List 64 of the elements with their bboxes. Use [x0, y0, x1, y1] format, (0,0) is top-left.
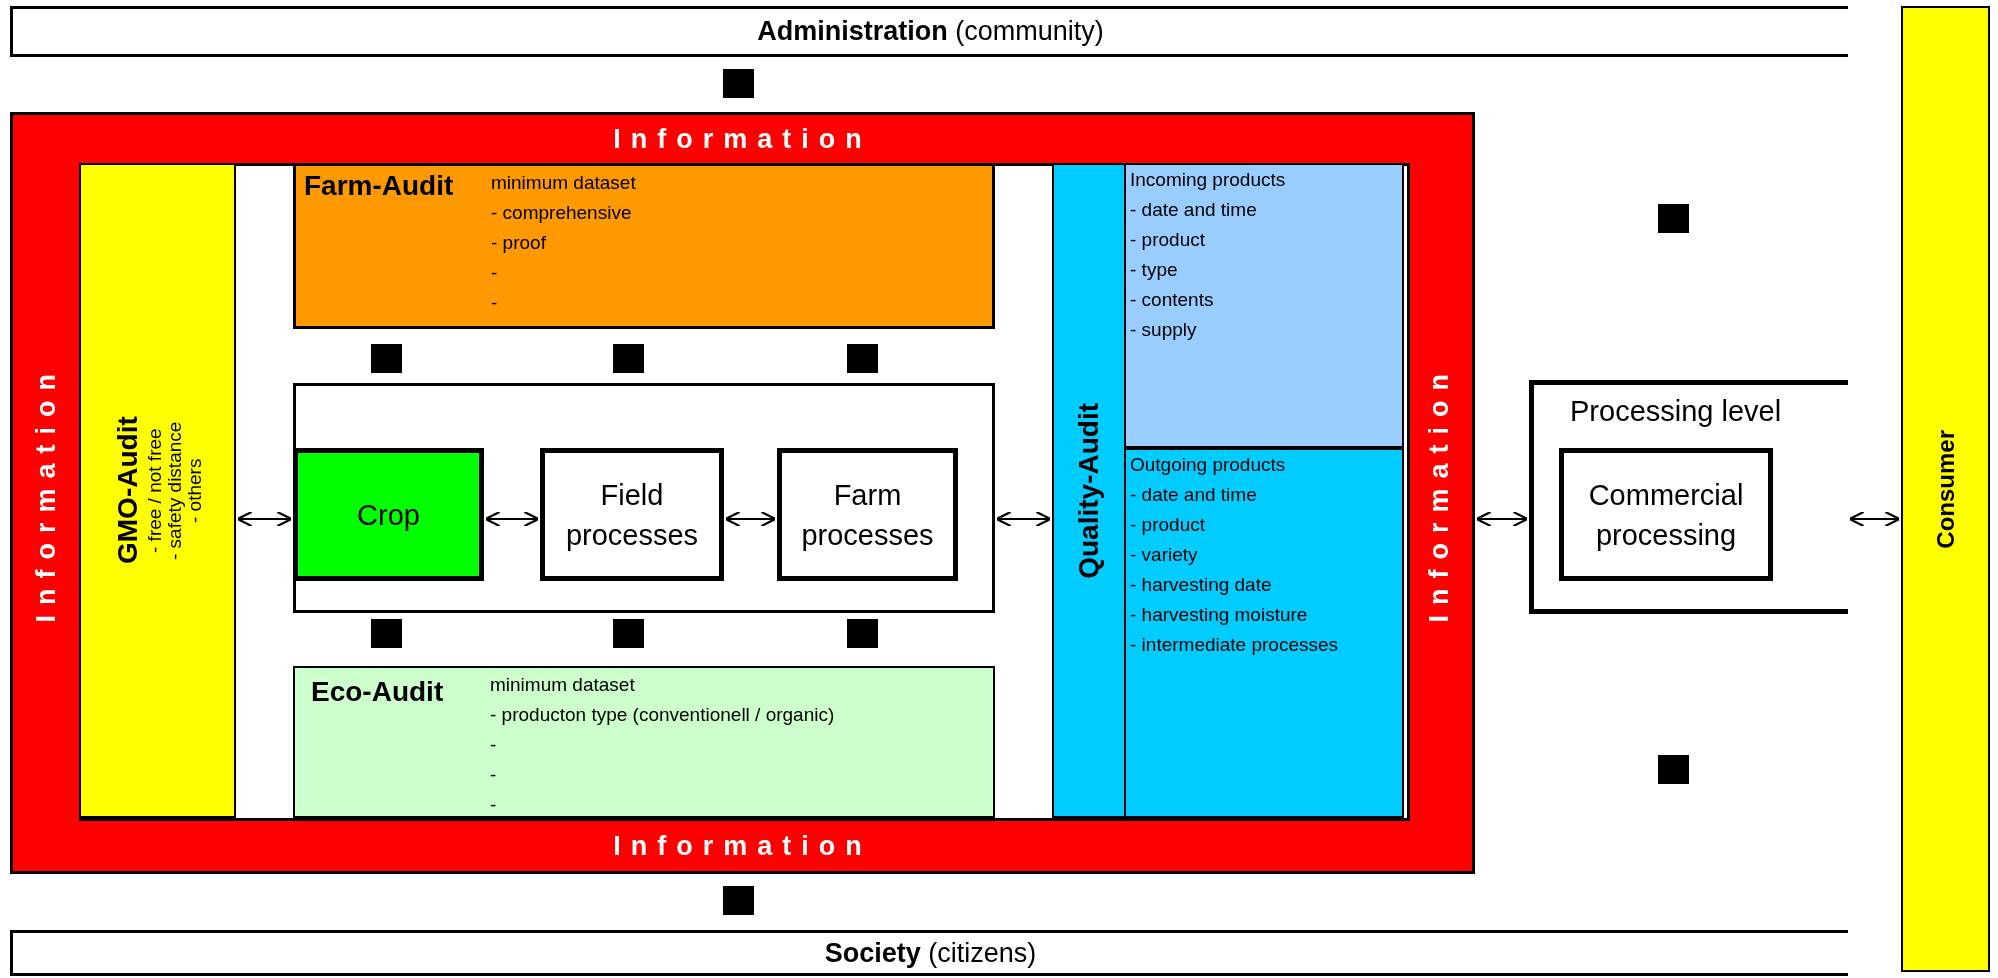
double-arrow	[724, 510, 777, 528]
frame-label: Information	[30, 364, 62, 623]
list-item: - contents	[1130, 288, 1214, 312]
frame-label: Information	[1424, 364, 1455, 623]
processing-box	[1529, 380, 1848, 614]
band-label: Society (citizens)	[824, 937, 1037, 969]
list-item: minimum dataset	[490, 673, 635, 697]
list-item: - variety	[1130, 543, 1198, 567]
list-item: - free / not free	[144, 428, 165, 553]
audit-column	[79, 163, 236, 818]
list-item: -	[490, 733, 497, 757]
double-arrow	[484, 510, 540, 528]
list-item: -	[491, 291, 498, 315]
list-item: - type	[1130, 258, 1178, 282]
audit-heading: GMO-Audit	[110, 416, 144, 565]
audit-heading: Farm-Audit	[304, 170, 454, 201]
process-label: Crop	[356, 497, 421, 533]
frame-label: Information	[613, 830, 872, 862]
process-box	[1559, 448, 1773, 581]
band-box	[10, 6, 1848, 57]
audit-column	[1052, 163, 1404, 818]
list-item: - product	[1130, 513, 1205, 537]
frame-label: Information	[613, 123, 872, 155]
list-item: minimum dataset	[491, 171, 636, 195]
list-item: - harvesting moisture	[1130, 603, 1308, 627]
process-label: Farm processes	[800, 477, 935, 553]
list-item: -	[490, 793, 497, 817]
audit-heading: Quality-Audit	[1073, 402, 1105, 579]
band-box	[10, 930, 1848, 976]
process-box	[777, 448, 958, 581]
process-label: Commercial processing	[1587, 477, 1745, 553]
list-item: - date and time	[1130, 198, 1257, 222]
process-label: Field processes	[564, 477, 700, 553]
list-item: - harvesting date	[1130, 573, 1272, 597]
list-item: - supply	[1130, 318, 1197, 342]
list-item: - producton type (conventionell / organic)	[490, 703, 835, 727]
list-item: - proof	[491, 231, 546, 255]
information-frame	[10, 112, 1475, 874]
list-item: -	[491, 261, 498, 285]
data-list-box	[1124, 448, 1404, 818]
process-box	[540, 448, 724, 581]
consumer-column	[1901, 6, 1990, 972]
double-arrow	[1475, 510, 1529, 528]
consumer-label: Consumer	[1931, 429, 1960, 549]
audit-box	[293, 163, 995, 329]
double-arrow	[995, 510, 1052, 528]
data-list-box	[1124, 163, 1404, 448]
list-item: - others	[184, 458, 205, 523]
band-label: Administration (community)	[757, 16, 1104, 47]
processing-label: Processing level	[1570, 395, 1782, 427]
list-item: - intermediate processes	[1130, 633, 1339, 657]
list-item: -	[490, 763, 497, 787]
list-item: - safety distance	[164, 421, 185, 560]
list-item: - product	[1130, 228, 1205, 252]
process-group-box	[293, 383, 995, 613]
list-heading: Incoming products	[1130, 168, 1286, 192]
double-arrow	[1848, 510, 1901, 528]
list-item: - comprehensive	[491, 201, 632, 225]
audit-heading: Eco-Audit	[311, 676, 444, 707]
list-heading: Outgoing products	[1130, 453, 1286, 477]
process-box	[293, 448, 484, 581]
double-arrow	[236, 510, 293, 528]
audit-box	[293, 666, 995, 818]
list-item: - date and time	[1130, 483, 1257, 507]
